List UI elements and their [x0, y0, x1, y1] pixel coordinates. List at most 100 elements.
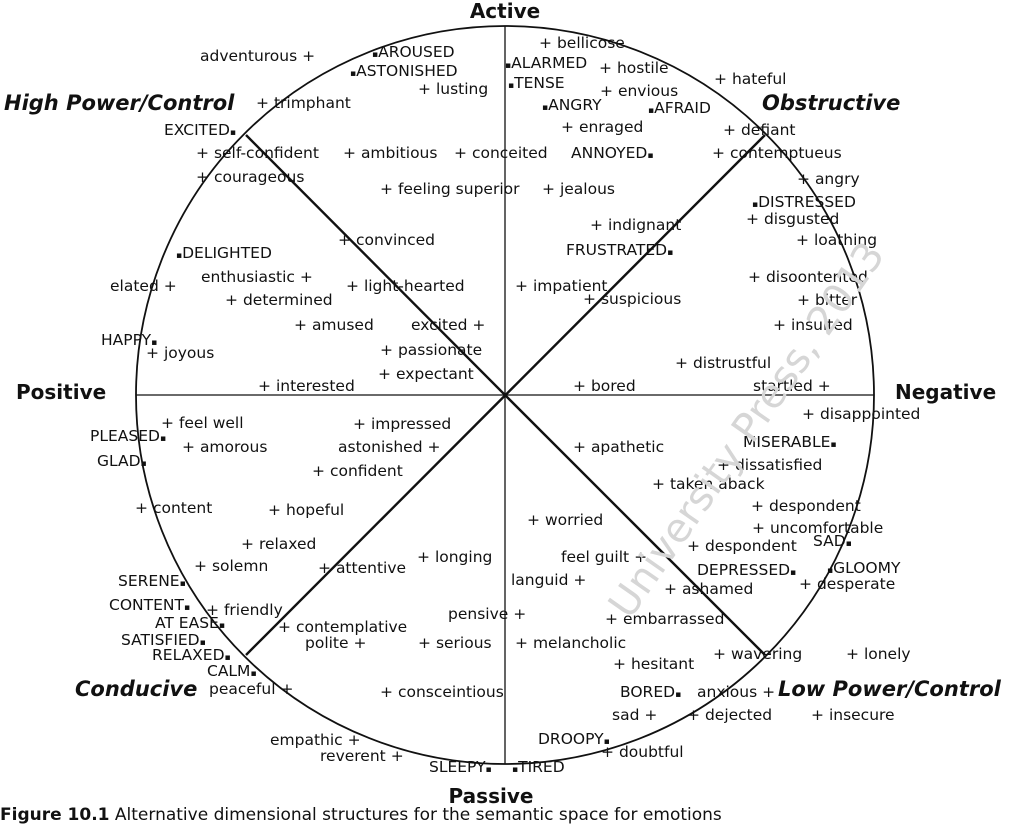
emotion-term-excited: EXCITED▪	[164, 121, 236, 139]
emotion-term-angry: ▪ANGRY	[542, 96, 602, 114]
emotion-term-tense: ▪TENSE	[508, 74, 565, 92]
emotion-term-consceintious: + consceintious	[380, 683, 504, 701]
square-marker: ▪	[648, 106, 654, 116]
plus-marker: +	[300, 268, 313, 286]
plus-marker: +	[796, 231, 809, 249]
emotion-term-distrustful: + distrustful	[675, 354, 771, 372]
plus-marker: +	[280, 680, 293, 698]
plus-marker: +	[799, 575, 812, 593]
emotion-term-startled: startled +	[753, 377, 831, 395]
figure-caption: Figure 10.1 Alternative dimensional stru…	[0, 805, 722, 825]
emotion-term-label: envious	[618, 82, 678, 100]
emotion-term-label: serious	[436, 634, 492, 652]
emotion-term-courageous: + courageous	[196, 168, 304, 186]
plus-marker: +	[644, 706, 657, 724]
plus-marker: +	[338, 231, 351, 249]
emotion-term-label: longing	[435, 548, 492, 566]
square-marker: ▪	[505, 61, 511, 71]
plus-marker: +	[797, 291, 810, 309]
plus-marker: +	[417, 548, 430, 566]
square-marker: ▪	[200, 638, 206, 648]
square-marker: ▪	[151, 338, 157, 348]
emotion-term-sleepy: SLEEPY▪	[429, 758, 492, 776]
plus-marker: +	[182, 438, 195, 456]
plus-marker: +	[723, 121, 736, 139]
emotion-term-label: light-hearted	[364, 277, 465, 295]
emotion-term-feeling-superior: + feeling superior	[380, 180, 520, 198]
emotion-terms: adventurous +▪AROUSED▪ASTONISHED+ lustin…	[90, 34, 920, 776]
emotion-term-label: peaceful	[209, 680, 276, 698]
square-marker: ▪	[184, 603, 190, 613]
emotion-term-alarmed: ▪ALARMED	[505, 54, 587, 72]
plus-marker: +	[818, 377, 831, 395]
emotion-term-label: distrustful	[693, 354, 771, 372]
plus-marker: +	[278, 618, 291, 636]
emotion-term-label: lonely	[864, 645, 911, 663]
emotion-term-label: despondent	[769, 497, 861, 515]
emotion-term-glad: GLAD▪	[97, 452, 147, 470]
emotion-term-pleased: PLEASED▪	[90, 427, 166, 445]
emotion-term-label: hesitant	[631, 655, 694, 673]
emotion-term-amorous: + amorous	[182, 438, 267, 456]
emotion-term-label: DEPRESSED	[697, 561, 790, 579]
emotion-term-label: dissatisfied	[735, 456, 822, 474]
emotion-term-label: determined	[243, 291, 333, 309]
square-marker: ▪	[180, 579, 186, 589]
plus-marker: +	[561, 118, 574, 136]
emotion-term-label: CALM	[207, 662, 250, 680]
region-label-obstructive: Obstructive	[762, 91, 900, 115]
emotion-term-label: ashamed	[682, 580, 753, 598]
emotion-term-adventurous: adventurous +	[200, 47, 315, 65]
emotion-term-label: uncomfortable	[770, 519, 883, 537]
square-marker: ▪	[846, 539, 852, 549]
emotion-term-label: conceited	[472, 144, 548, 162]
emotion-term-hateful: + hateful	[714, 70, 786, 88]
emotion-term-label: trimphant	[274, 94, 351, 112]
emotion-term-label: ambitious	[361, 144, 438, 162]
plus-marker: +	[472, 316, 485, 334]
emotion-term-label: astonished	[338, 438, 423, 456]
emotion-term-bored: BORED▪	[620, 683, 681, 701]
plus-marker: +	[427, 438, 440, 456]
plus-marker: +	[599, 59, 612, 77]
plus-marker: +	[634, 548, 647, 566]
plus-marker: +	[378, 365, 391, 383]
emotion-term-trimphant: + trimphant	[256, 94, 351, 112]
emotion-term-label: joyous	[163, 344, 214, 362]
square-marker: ▪	[141, 459, 147, 469]
plus-marker: +	[664, 580, 677, 598]
emotion-term-empathic: empathic +	[270, 731, 361, 749]
emotion-term-droopy: DROOPY▪	[538, 730, 610, 748]
emotion-term-label: EXCITED	[164, 121, 230, 139]
emotion-term-enthusiastic: enthusiastic +	[201, 268, 313, 286]
emotion-term-conceited: + conceited	[454, 144, 548, 162]
square-marker: ▪	[512, 765, 518, 775]
emotion-term-label: pensive	[448, 605, 508, 623]
emotion-term-impatient: + impatient	[515, 277, 608, 295]
emotion-term-label: suspicious	[601, 290, 681, 308]
plus-marker: +	[714, 70, 727, 88]
plus-marker: +	[762, 683, 775, 701]
plus-marker: +	[752, 519, 765, 537]
plus-marker: +	[380, 683, 393, 701]
emotion-term-bored: + bored	[573, 377, 636, 395]
plus-marker: +	[797, 170, 810, 188]
emotion-term-loathing: + loathing	[796, 231, 877, 249]
square-marker: ▪	[225, 653, 231, 663]
plus-marker: +	[773, 316, 786, 334]
emotion-term-label: feel guilt	[561, 548, 629, 566]
emotion-term-label: angry	[815, 170, 860, 188]
emotion-term-label: courageous	[214, 168, 304, 186]
emotion-term-label: polite	[305, 634, 349, 652]
emotion-term-label: desperate	[817, 575, 895, 593]
plus-marker: +	[713, 645, 726, 663]
emotion-term-label: wavering	[731, 645, 802, 663]
emotion-term-envious: + envious	[600, 82, 678, 100]
emotion-term-depressed: DEPRESSED▪	[697, 561, 796, 579]
emotion-term-afraid: ▪AFRAID	[648, 99, 711, 117]
emotion-term-insulted: + insulted	[773, 316, 853, 334]
emotion-term-doubtful: + doubtful	[601, 743, 684, 761]
square-marker: ▪	[486, 765, 492, 775]
emotion-term-label: FRUSTRATED	[566, 241, 667, 259]
plus-marker: +	[318, 559, 331, 577]
